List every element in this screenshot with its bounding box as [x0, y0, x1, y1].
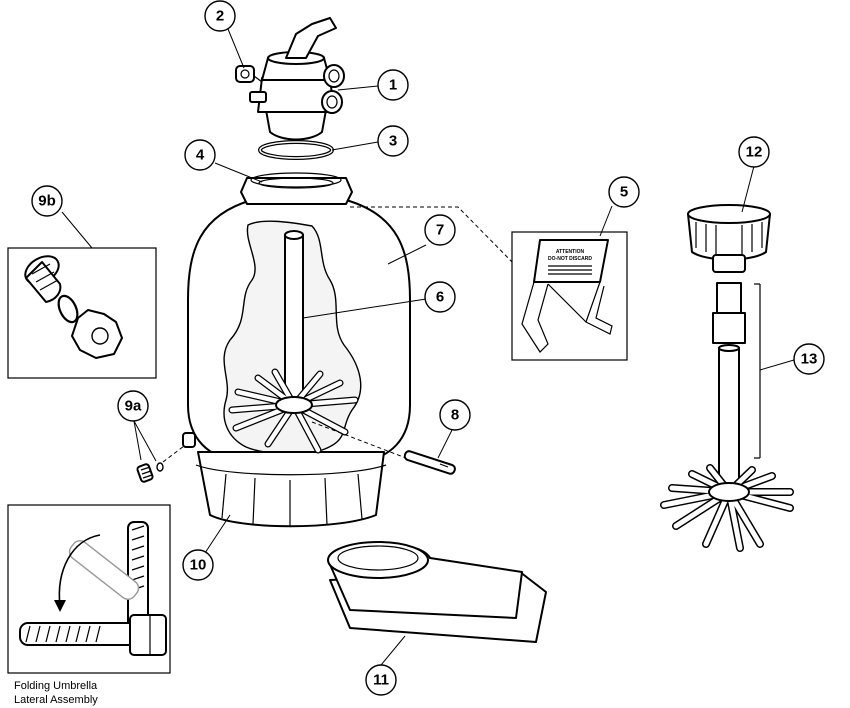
- callout-12: 12: [738, 136, 770, 168]
- warning-sign-title2: DO-NOT DISCARD: [548, 256, 592, 262]
- callout-8: 8: [439, 399, 471, 431]
- drain-cap-assembly-9b: [24, 255, 123, 359]
- callout-5: 5: [608, 176, 640, 208]
- dashed-leader-ring-to-sign: [350, 206, 519, 269]
- leader-lines: [61, 28, 795, 666]
- drain-cap: [136, 462, 164, 483]
- standpipe-assembly-13: [712, 282, 761, 494]
- callout-9b: 9b: [31, 185, 63, 217]
- svg-text:13: 13: [801, 351, 818, 368]
- callout-4: 4: [184, 139, 216, 171]
- svg-text:11: 11: [373, 672, 389, 689]
- warning-sign-stand: ATTENTION DO-NOT DISCARD: [521, 239, 613, 353]
- svg-text:1: 1: [389, 77, 397, 94]
- closure-ring: [240, 172, 353, 205]
- callout-13: 13: [793, 343, 825, 375]
- svg-text:9a: 9a: [125, 398, 142, 415]
- svg-text:10: 10: [190, 557, 207, 574]
- svg-text:2: 2: [216, 8, 224, 25]
- callout-9a: 9a: [117, 390, 149, 422]
- tank-base: [195, 451, 387, 528]
- callout-6: 6: [424, 281, 456, 313]
- assembly-lateral-hub: [708, 482, 750, 502]
- svg-text:3: 3: [389, 133, 397, 150]
- svg-text:6: 6: [436, 289, 444, 306]
- standpipe: [284, 230, 304, 406]
- svg-text:5: 5: [620, 184, 628, 201]
- svg-text:4: 4: [196, 147, 205, 164]
- dashed-leader-drain: [162, 445, 185, 463]
- lateral-hub: [275, 396, 313, 414]
- callout-11: 11: [365, 664, 397, 696]
- callout-2: 2: [204, 0, 236, 32]
- dashed-leader-plug: [311, 421, 407, 459]
- callout-10: 10: [182, 549, 214, 581]
- pressure-gauge: [235, 65, 263, 83]
- valve-adapter-12: [687, 204, 771, 273]
- drain-plug-8: [403, 450, 456, 475]
- svg-text:12: 12: [746, 144, 763, 161]
- inset-caption-line2: Lateral Assembly: [14, 694, 98, 706]
- svg-text:8: 8: [451, 407, 459, 424]
- multiport-valve: [249, 17, 345, 141]
- folding-lateral-illustration: [19, 521, 167, 656]
- inset-caption-line1: Folding Umbrella: [14, 680, 98, 692]
- callout-1: 1: [377, 69, 409, 101]
- callout-7: 7: [424, 214, 456, 246]
- svg-text:7: 7: [436, 222, 444, 239]
- svg-text:9b: 9b: [38, 193, 56, 210]
- callout-3: 3: [377, 125, 409, 157]
- warning-sign-title1: ATTENTION: [556, 249, 585, 255]
- sand-shield-11: [327, 541, 547, 643]
